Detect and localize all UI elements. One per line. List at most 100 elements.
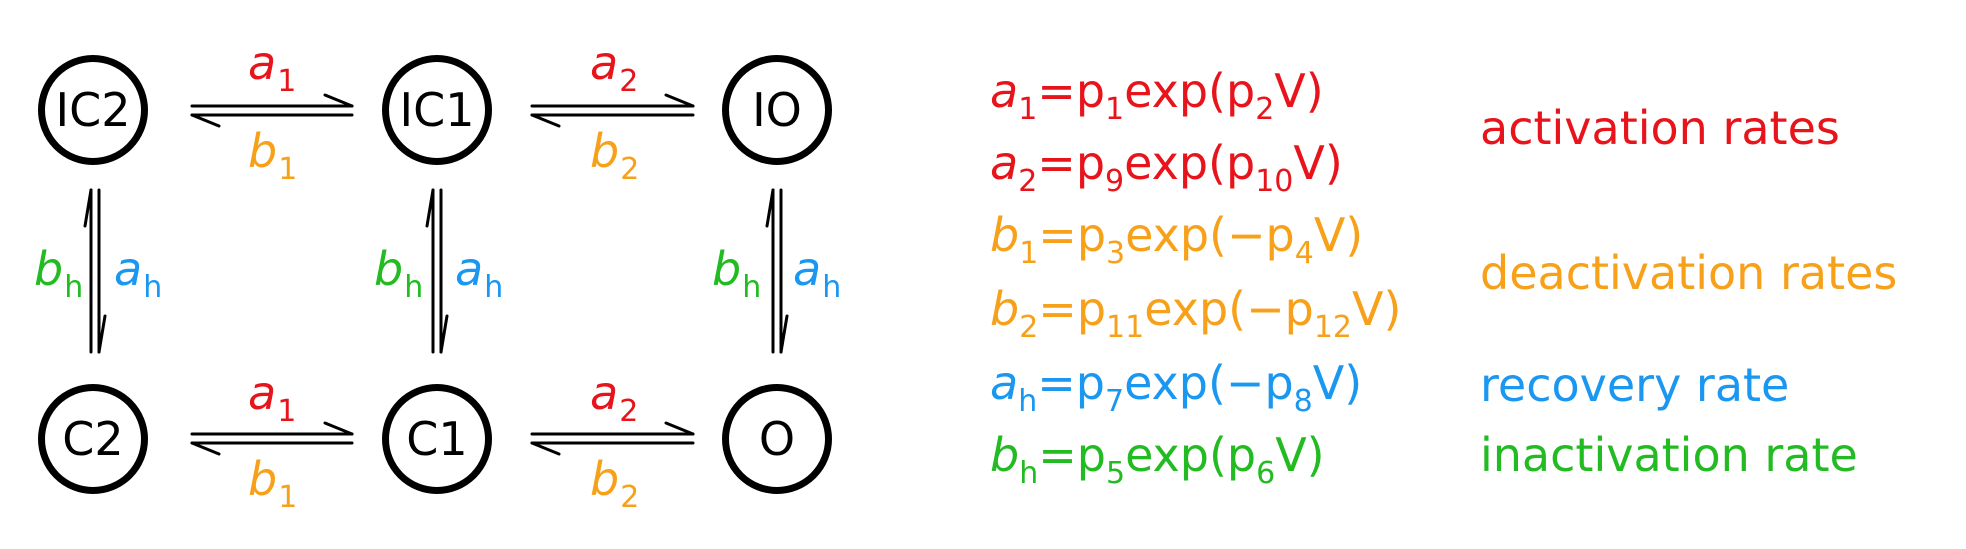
rate-symbol: a xyxy=(793,242,822,296)
state-ic2: IC2 xyxy=(38,55,148,165)
rate-subscript: 2 xyxy=(619,64,639,99)
equation-b2: b2=p11exp(−p12V) xyxy=(990,286,1401,343)
rate-subscript: 2 xyxy=(620,152,640,187)
rate-subscript: h xyxy=(742,270,762,305)
eq-subscript: 8 xyxy=(1293,384,1313,419)
eq-subscript: 3 xyxy=(1106,236,1126,271)
rate-label-b2-bottom-right: b2 xyxy=(590,456,639,513)
rate-symbol: a xyxy=(455,242,484,296)
eq-text: exp(−p xyxy=(1144,282,1314,336)
category-recovery: recovery rate xyxy=(1480,358,1790,412)
rate-symbol: a xyxy=(590,366,619,420)
state-ic1-label: IC1 xyxy=(399,83,475,137)
state-io: IO xyxy=(722,55,832,165)
rate-symbol: a xyxy=(248,36,277,90)
rate-symbol: a xyxy=(590,36,619,90)
arrow-ic2-ic1 xyxy=(190,93,354,128)
rate-label-a2-bottom-right: a2 xyxy=(590,370,638,427)
rate-label-ah-left-col: ah xyxy=(114,246,162,303)
rate-subscript: 1 xyxy=(278,480,298,515)
eq-text: =p xyxy=(1037,356,1105,410)
eq-symbol: b xyxy=(990,282,1020,336)
eq-subscript: 11 xyxy=(1106,310,1145,345)
arrow-c1-o xyxy=(530,421,695,456)
eq-text: V) xyxy=(1274,64,1324,118)
eq-text: exp(p xyxy=(1124,136,1256,190)
rate-subscript: h xyxy=(404,270,424,305)
rate-subscript: 1 xyxy=(277,64,297,99)
eq-text: exp(−p xyxy=(1124,356,1294,410)
rate-label-bh-mid-col: bh xyxy=(374,246,423,303)
eq-text: V) xyxy=(1352,282,1402,336)
eq-subscript: 6 xyxy=(1256,456,1276,491)
equation-b1: b1=p3exp(−p4V) xyxy=(990,212,1363,269)
state-ic2-label: IC2 xyxy=(55,83,131,137)
rate-subscript: h xyxy=(822,270,842,305)
eq-symbol: a xyxy=(990,64,1019,118)
eq-subscript: 1 xyxy=(1019,236,1039,271)
state-c2: C2 xyxy=(38,384,148,494)
eq-symbol: b xyxy=(990,428,1020,482)
rate-subscript: h xyxy=(484,270,504,305)
arrow-c2-c1 xyxy=(190,421,354,456)
eq-subscript: 7 xyxy=(1104,384,1125,419)
state-o-label: O xyxy=(758,412,796,466)
rate-label-b1-bottom-left: b1 xyxy=(248,456,297,513)
eq-text: V) xyxy=(1312,356,1363,410)
category-deactivation: deactivation rates xyxy=(1480,246,1898,300)
eq-text: exp(p xyxy=(1124,64,1256,118)
rate-subscript: 2 xyxy=(620,480,640,515)
arrow-ic1-io xyxy=(530,93,695,128)
rate-subscript: 2 xyxy=(619,394,639,429)
arrow-ic1-c1 xyxy=(425,188,449,354)
eq-subscript: 4 xyxy=(1294,236,1314,271)
eq-text: exp(−p xyxy=(1125,208,1295,262)
state-ic1: IC1 xyxy=(382,55,492,165)
eq-text: =p xyxy=(1038,282,1107,336)
eq-subscript: 2 xyxy=(1018,164,1038,199)
state-io-label: IO xyxy=(752,83,802,137)
rate-subscript: 1 xyxy=(277,394,297,429)
eq-subscript: 2 xyxy=(1255,92,1275,127)
rate-symbol: b xyxy=(590,452,620,506)
rate-symbol: b xyxy=(590,124,620,178)
equation-a1: a1=p1exp(p2V) xyxy=(990,68,1324,125)
state-c2-label: C2 xyxy=(62,412,124,466)
eq-text: V) xyxy=(1313,208,1364,262)
equation-bh: bh=p5exp(p6V) xyxy=(990,432,1325,489)
eq-text: V) xyxy=(1293,136,1343,190)
rate-label-a2-top-right: a2 xyxy=(590,40,638,97)
eq-text: =p xyxy=(1037,64,1106,118)
arrow-ic2-c2 xyxy=(83,188,107,354)
rate-label-ah-mid-col: ah xyxy=(455,246,503,303)
eq-subscript: 12 xyxy=(1313,310,1353,345)
eq-text: =p xyxy=(1037,136,1106,190)
eq-text: =p xyxy=(1038,428,1106,482)
rate-symbol: b xyxy=(248,452,278,506)
eq-subscript: h xyxy=(1018,384,1038,419)
rate-subscript: h xyxy=(64,270,84,305)
eq-symbol: a xyxy=(990,136,1019,190)
eq-subscript: h xyxy=(1019,456,1039,491)
rate-symbol: b xyxy=(34,242,64,296)
equation-ah: ah=p7exp(−p8V) xyxy=(990,360,1362,417)
rate-symbol: b xyxy=(248,124,278,178)
eq-subscript: 5 xyxy=(1105,456,1126,491)
category-activation: activation rates xyxy=(1480,101,1840,155)
eq-subscript: 1 xyxy=(1018,92,1038,127)
rate-symbol: a xyxy=(114,242,143,296)
state-c1-label: C1 xyxy=(406,412,468,466)
eq-text: =p xyxy=(1038,208,1107,262)
rate-label-b2-top-right: b2 xyxy=(590,128,639,185)
eq-subscript: 1 xyxy=(1105,92,1125,127)
rate-subscript: 1 xyxy=(278,152,298,187)
state-c1: C1 xyxy=(382,384,492,494)
rate-symbol: b xyxy=(712,242,742,296)
rate-symbol: b xyxy=(374,242,404,296)
eq-symbol: a xyxy=(990,356,1019,410)
rate-label-ah-right-col: ah xyxy=(793,246,841,303)
eq-subscript: 10 xyxy=(1255,164,1294,199)
eq-symbol: b xyxy=(990,208,1020,262)
rate-subscript: h xyxy=(143,270,163,305)
